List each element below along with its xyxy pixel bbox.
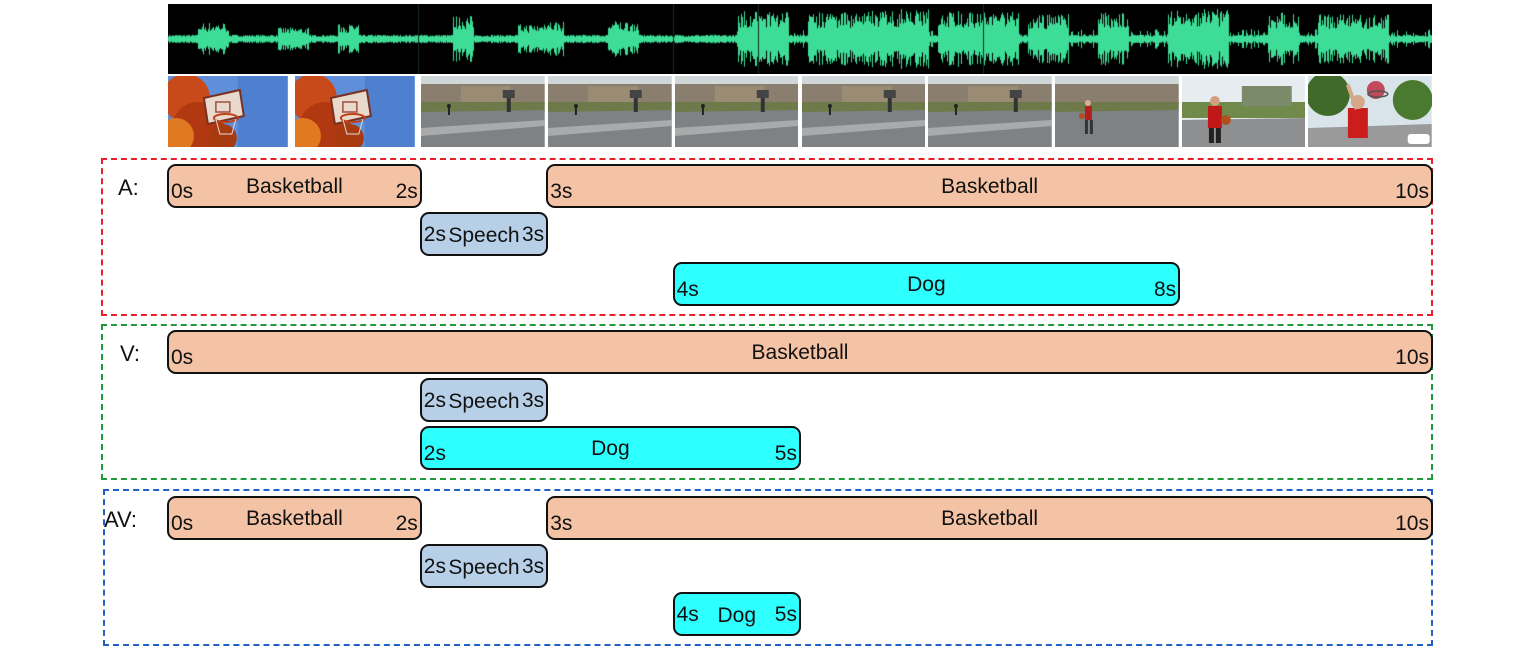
video-frame	[548, 76, 672, 147]
segment-basketball: 0s Basketball 10s	[167, 330, 1433, 374]
video-frame	[168, 76, 292, 147]
segment-name: Basketball	[941, 507, 1039, 530]
segment-basketball: 3s Basketball 10s	[546, 164, 1433, 208]
segment-name: Dog	[907, 273, 946, 296]
group-box	[101, 158, 1433, 316]
segment-end-label: 10s	[1395, 512, 1429, 535]
segment-name: Speech	[448, 390, 520, 413]
group-box	[103, 489, 1433, 646]
segment-basketball: 0s Basketball 2s	[167, 164, 422, 208]
segment-name: Basketball	[245, 507, 343, 530]
segment-end-label: 2s	[395, 180, 418, 203]
segment-end-label: 5s	[774, 603, 797, 626]
segment-name: Dog	[591, 437, 630, 460]
segment-start-label: 4s	[676, 603, 699, 626]
segment-start-label: 2s	[423, 555, 446, 578]
segment-dog: 4s Dog 8s	[672, 262, 1181, 306]
video-frame	[801, 76, 926, 147]
group-label: V:	[120, 341, 140, 366]
group-box	[101, 324, 1433, 480]
segment-name: Basketball	[751, 341, 849, 364]
audio-waveform	[168, 4, 1432, 74]
segment-end-label: 5s	[774, 442, 797, 465]
video-frame	[1308, 76, 1432, 147]
video-frame-strip	[168, 76, 1432, 147]
segment-name: Speech	[448, 556, 520, 579]
video-frame	[294, 76, 419, 147]
segment-dog: 2s Dog 5s	[419, 426, 801, 470]
group-label: A:	[118, 175, 139, 200]
segment-basketball: 0s Basketball 2s	[167, 496, 422, 540]
segment-start-label: 0s	[171, 180, 194, 203]
group-label: AV:	[104, 507, 138, 532]
video-frame	[928, 76, 1052, 147]
segment-end-label: 2s	[395, 512, 418, 535]
video-frame	[421, 76, 546, 147]
segment-end-label: 3s	[522, 223, 545, 246]
segment-start-label: 3s	[550, 512, 573, 535]
segment-end-label: 3s	[522, 555, 545, 578]
segment-end-label: 10s	[1395, 180, 1429, 203]
video-frame	[1181, 76, 1306, 147]
segment-end-label: 8s	[1154, 278, 1177, 301]
segment-end-label: 3s	[522, 389, 545, 412]
segment-start-label: 2s	[423, 442, 446, 465]
segment-start-label: 0s	[171, 512, 194, 535]
segment-start-label: 4s	[676, 278, 699, 301]
video-frame	[1054, 76, 1179, 147]
segment-start-label: 2s	[423, 223, 446, 246]
segment-name: Basketball	[941, 175, 1039, 198]
segment-name: Dog	[717, 604, 757, 627]
segment-start-label: 2s	[423, 389, 446, 412]
segment-basketball: 3s Basketball 10s	[546, 496, 1433, 540]
segment-start-label: 0s	[171, 346, 194, 369]
segment-end-label: 10s	[1395, 346, 1429, 369]
segment-start-label: 3s	[550, 180, 573, 203]
segment-name: Speech	[448, 224, 520, 247]
segment-name: Basketball	[245, 175, 343, 198]
segment-dog: 4s Dog 5s	[672, 592, 801, 636]
video-frame	[674, 76, 799, 147]
